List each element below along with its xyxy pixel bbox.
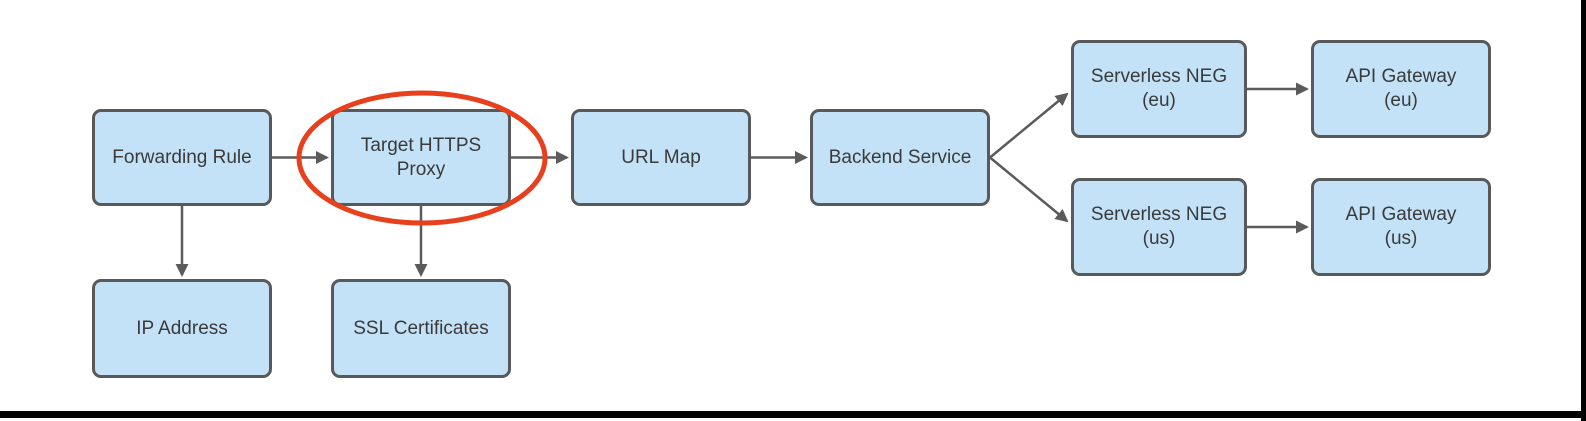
node-label: API Gateway (eu) [1345, 66, 1457, 111]
node-ip-address: IP Address [92, 279, 272, 378]
node-api-gateway-us: API Gateway (us) [1311, 178, 1491, 276]
right-frame-line [1581, 0, 1586, 421]
node-label: Serverless NEG (us) [1090, 204, 1228, 249]
node-label: Serverless NEG (eu) [1090, 66, 1228, 111]
node-ssl-certificates: SSL Certificates [331, 279, 511, 378]
node-label: Forwarding Rule [112, 146, 252, 168]
node-label: URL Map [621, 146, 701, 168]
node-backend-service: Backend Service [810, 109, 990, 206]
node-serverless-neg-eu: Serverless NEG (eu) [1071, 40, 1247, 138]
edge-backend-service-to-serverless-neg-eu [989, 92, 1069, 159]
node-label: SSL Certificates [353, 317, 489, 339]
node-api-gateway-eu: API Gateway (eu) [1311, 40, 1491, 138]
bottom-frame-line [0, 411, 1586, 418]
node-label: Target HTTPS Proxy [360, 134, 482, 180]
node-label: API Gateway (us) [1345, 204, 1457, 249]
node-forwarding-rule: Forwarding Rule [92, 109, 272, 206]
node-target-https-proxy: Target HTTPS Proxy [331, 109, 511, 206]
node-label: Backend Service [828, 146, 972, 168]
node-label: IP Address [136, 317, 228, 339]
node-serverless-neg-us: Serverless NEG (us) [1071, 178, 1247, 276]
node-url-map: URL Map [571, 109, 751, 206]
edge-backend-service-to-serverless-neg-us [989, 156, 1069, 223]
